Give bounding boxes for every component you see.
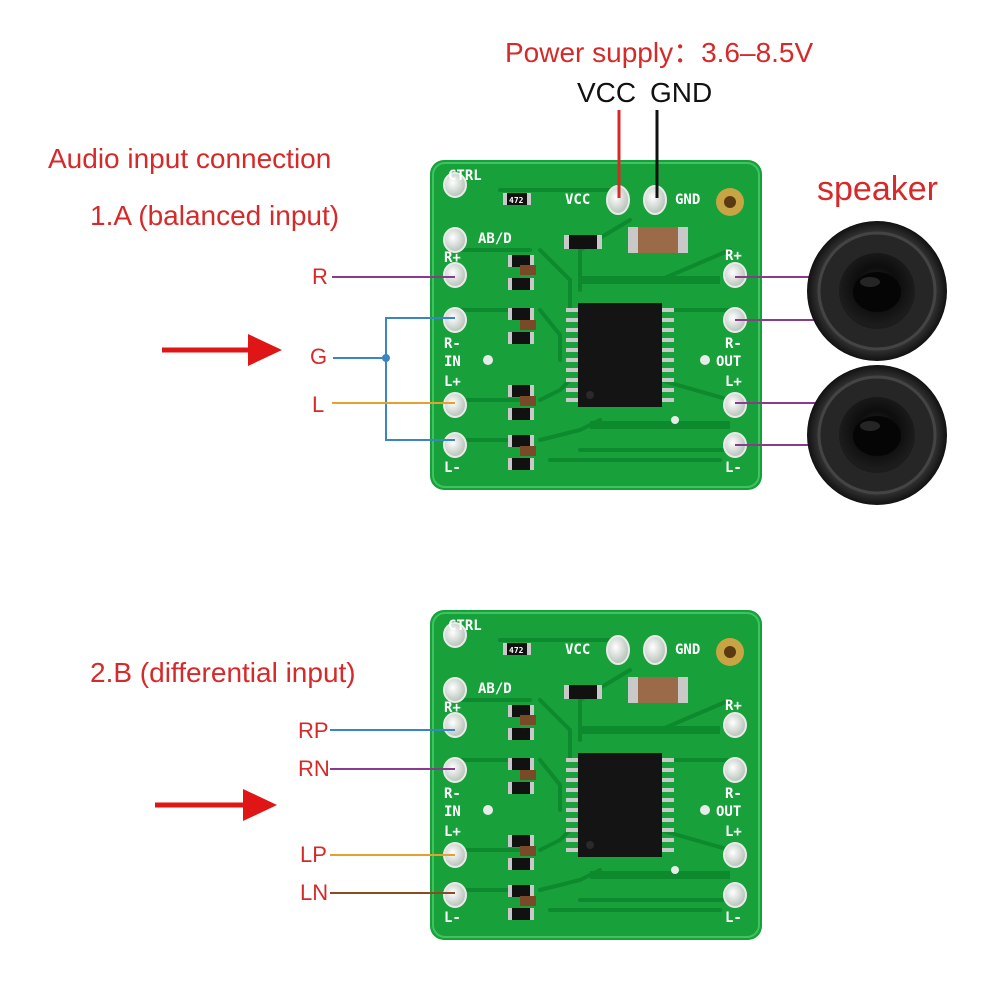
input-label-l: L (312, 392, 324, 417)
silk-r-minus: R- (444, 786, 461, 802)
input-label-g: G (310, 344, 327, 369)
silk-gnd: GND (675, 642, 700, 658)
silk-l-plus: L+ (444, 824, 461, 840)
silk-r-plus: R+ (444, 250, 461, 266)
silk-l-minus: L- (444, 910, 461, 926)
input-wire-g (333, 317, 455, 441)
silk-l-minus: L- (444, 460, 461, 476)
input-label-r: R (312, 264, 328, 289)
silk-out: OUT (716, 354, 741, 370)
input-arrow-bottom (155, 789, 277, 821)
silk-l-minus-out: L- (725, 460, 742, 476)
silk-l-plus-out: L+ (725, 824, 742, 840)
vcc-label: VCC (577, 77, 636, 108)
silk-out: OUT (716, 804, 741, 820)
silk-resistor-code: 472 (509, 646, 524, 655)
silk-l-minus-out: L- (725, 910, 742, 926)
silk-in: IN (444, 804, 461, 820)
silk-l-plus-out: L+ (725, 374, 742, 390)
silk-r-plus-out: R+ (725, 248, 742, 264)
silk-ctrl: CTRL (448, 618, 482, 634)
power-supply-label: Power supply：3.6–8.5V (505, 37, 814, 68)
silk-r-minus: R- (444, 336, 461, 352)
amplifier-board-top: CTRL 472 VCC GND AB/D R+ R- IN L+ L- R+ … (430, 160, 762, 490)
input-arrow-top (162, 334, 282, 366)
speaker-top (807, 221, 947, 361)
silk-abd: AB/D (478, 231, 512, 247)
silk-ctrl: CTRL (448, 168, 482, 184)
input-label-rp: RP (298, 718, 329, 743)
differential-input-subheading: 2.B (differential input) (90, 657, 356, 688)
silk-l-plus: L+ (444, 374, 461, 390)
speaker-label: speaker (817, 170, 938, 208)
balanced-input-subheading: 1.A (balanced input) (90, 200, 339, 231)
silk-r-plus-out: R+ (725, 698, 742, 714)
silk-r-minus-out: R- (725, 336, 742, 352)
silk-r-minus-out: R- (725, 786, 742, 802)
input-label-rn: RN (298, 756, 330, 781)
silk-abd: AB/D (478, 681, 512, 697)
input-label-lp: LP (300, 842, 327, 867)
speaker-wires (735, 276, 815, 446)
silk-gnd: GND (675, 192, 700, 208)
silk-in: IN (444, 354, 461, 370)
speaker-bottom (807, 365, 947, 505)
silk-vcc: VCC (565, 642, 590, 658)
gnd-label: GND (650, 77, 712, 108)
amplifier-board-bottom: CTRL 472 VCC GND AB/D R+ R- IN L+ L- R+ … (430, 610, 762, 940)
silk-r-plus: R+ (444, 700, 461, 716)
input-label-ln: LN (300, 880, 328, 905)
audio-input-heading: Audio input connection (48, 143, 331, 174)
silk-vcc: VCC (565, 192, 590, 208)
silk-resistor-code: 472 (509, 196, 524, 205)
